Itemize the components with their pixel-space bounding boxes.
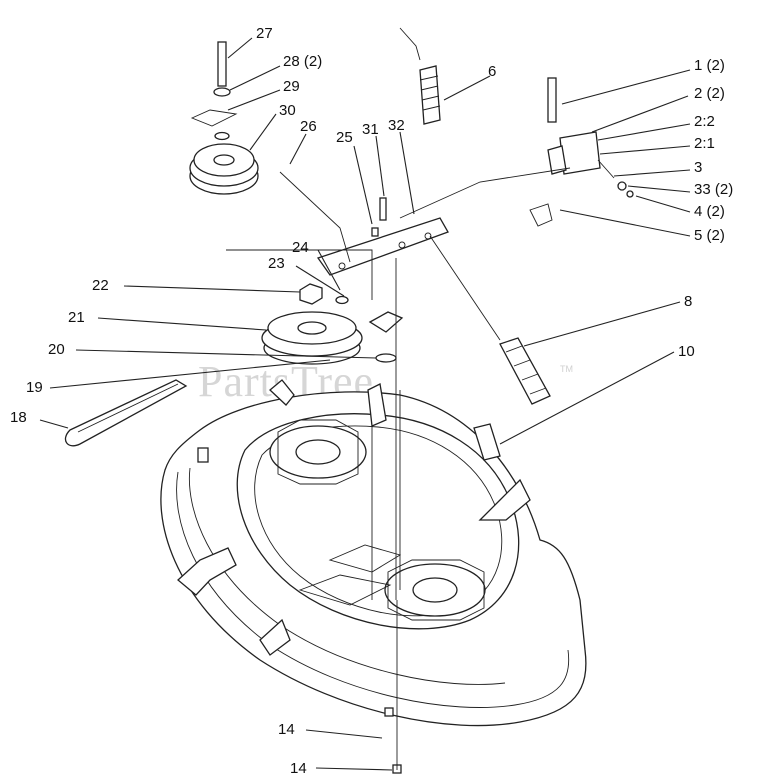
callout-19: 19 [26, 379, 43, 396]
callout-3: 3 [694, 159, 702, 176]
leader-lines [39, 37, 691, 771]
callout-21: 21 [68, 309, 85, 326]
callout-27: 27 [256, 25, 273, 42]
callout-31: 31 [362, 121, 379, 138]
callout-22: 22 [92, 277, 109, 294]
callout-33: 33 (2) [694, 181, 733, 198]
callout-29: 29 [283, 78, 300, 95]
callout-14-upper: 14 [278, 721, 295, 738]
callout-labels: 27 28 (2) 29 30 26 25 31 32 6 1 (2) 2 (2… [10, 25, 733, 777]
callout-4: 4 (2) [694, 203, 725, 220]
callout-10: 10 [678, 343, 695, 360]
callout-2: 2 (2) [694, 85, 725, 102]
watermark-trademark: TM [560, 364, 573, 374]
callout-20: 20 [48, 341, 65, 358]
callout-32: 32 [388, 117, 405, 134]
callout-24: 24 [292, 239, 309, 256]
tension-spring-8 [499, 337, 551, 405]
deck-lever [473, 423, 501, 461]
callout-14-lower: 14 [290, 760, 307, 777]
callout-1: 1 (2) [694, 57, 725, 74]
callout-2-2: 2:2 [694, 113, 715, 130]
callout-23: 23 [268, 255, 285, 272]
callout-6: 6 [488, 63, 496, 80]
rod [279, 171, 351, 263]
mower-deck [160, 379, 587, 774]
callout-5: 5 (2) [694, 227, 725, 244]
idler-arm-plate [316, 197, 449, 363]
callout-28: 28 (2) [283, 53, 322, 70]
callout-18: 18 [10, 409, 27, 426]
callout-25: 25 [336, 129, 353, 146]
idler-pulley [189, 41, 259, 195]
main-pulley [261, 283, 363, 365]
callout-8: 8 [684, 293, 692, 310]
deck-belt [64, 379, 188, 447]
callout-26: 26 [300, 118, 317, 135]
callout-30: 30 [279, 102, 296, 119]
tension-spring-6 [399, 27, 441, 125]
hinge-bracket-assembly [529, 77, 634, 227]
callout-2-1: 2:1 [694, 135, 715, 152]
